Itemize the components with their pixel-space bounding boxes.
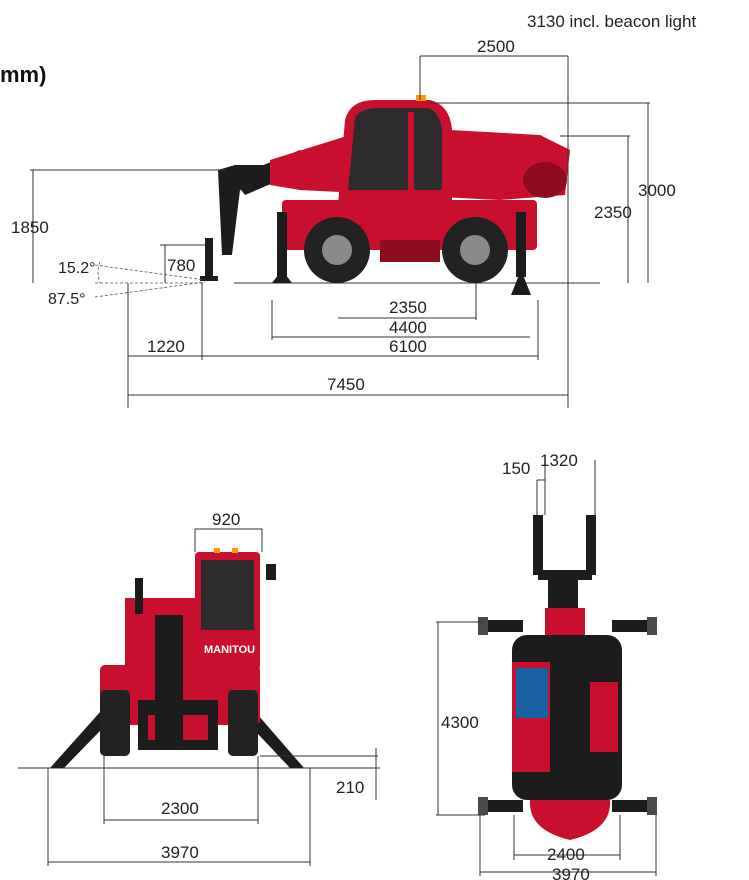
dim-side-wheelbase: 2350 (389, 298, 427, 317)
dim-front-2300: 2300 (161, 799, 199, 818)
brand-label: MANITOU (204, 644, 255, 656)
dim-side-780: 780 (167, 256, 195, 275)
dim-angle-87: 87.5° (48, 291, 86, 308)
side-view: 2500 3000 2350 1850 15.2° 87.5° 780 2350… (11, 37, 676, 408)
dim-side-7450: 7450 (327, 375, 365, 394)
dim-front-920: 920 (212, 510, 240, 529)
front-view: MANITOU 920 2300 3970 210 (18, 510, 380, 866)
dim-side-6100: 6100 (389, 337, 427, 356)
dim-side-4400: 4400 (389, 318, 427, 337)
dim-side-3000: 3000 (638, 181, 676, 200)
beacon-note: 3130 incl. beacon light (527, 12, 696, 31)
dim-top-1320: 1320 (540, 451, 578, 470)
dim-front-210: 210 (336, 778, 364, 797)
dim-front-3970: 3970 (161, 843, 199, 862)
top-view: 150 1320 4300 2400 3970 (436, 451, 657, 880)
dim-side-1220: 1220 (147, 337, 185, 356)
dim-top-150: 150 (502, 459, 530, 478)
unit-label: mm) (0, 62, 46, 87)
dim-side-1850: 1850 (11, 218, 49, 237)
dim-side-height-2350: 2350 (594, 203, 632, 222)
dim-top-3970: 3970 (552, 865, 590, 880)
dim-side-2500: 2500 (477, 37, 515, 56)
dim-top-2400: 2400 (547, 845, 585, 864)
dim-top-4300: 4300 (441, 713, 479, 732)
dim-angle-15: 15.2° (58, 260, 96, 277)
